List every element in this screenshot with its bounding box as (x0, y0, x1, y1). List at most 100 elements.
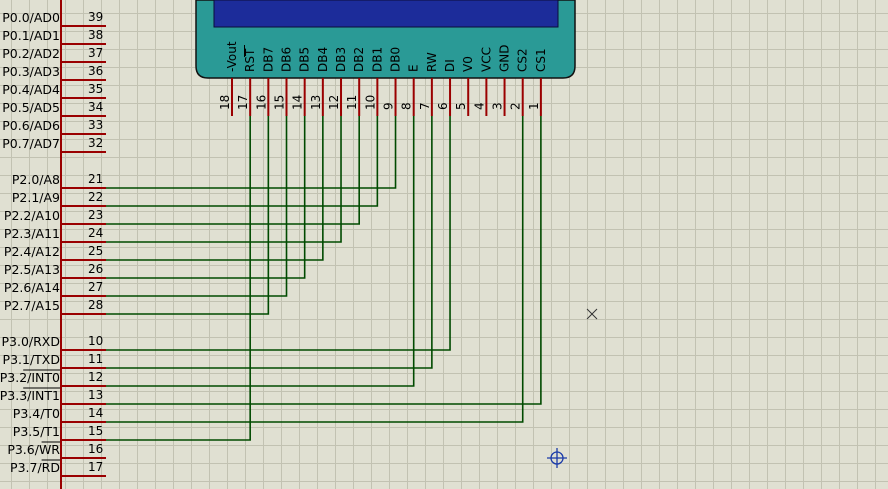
lcd-pin-number: 1 (527, 102, 541, 110)
lcd-pin-number: 12 (327, 95, 341, 110)
lcd-pin-number: 4 (472, 102, 486, 110)
mcu-pin-label: P2.6/A14 (4, 280, 60, 295)
mcu-pin-number: 24 (88, 226, 103, 240)
mcu-pin-number: 37 (88, 46, 103, 60)
net-wire[interactable] (106, 116, 324, 261)
mcu-pin-number: 13 (88, 388, 103, 402)
net-wire[interactable] (106, 116, 251, 441)
mcu-pin-number: 23 (88, 208, 103, 222)
mcu-pin-label: P2.3/A11 (4, 226, 60, 241)
net-wire[interactable] (106, 116, 270, 315)
mcu-pin-label: P2.4/A12 (4, 244, 60, 259)
lcd-pin-group: -Vout 18 RST 1 7 DB7 16 DB6 15 DB5 14 DB4 13 DB3 12 DB2… (218, 41, 548, 116)
mcu-pin-number: 25 (88, 244, 103, 258)
mcu-pin-label: P3.0/RXD (1, 334, 60, 349)
lcd-pin-number: 6 (436, 102, 450, 110)
lcd-pin-label: RST (243, 48, 257, 72)
mcu-pin-number: 16 (88, 442, 103, 456)
mcu-pin-label: P3.5/T1 (13, 424, 60, 439)
mcu-pin-number: 10 (88, 334, 103, 348)
lcd-pin-label: DB4 (316, 47, 330, 72)
mcu-pin-number: 36 (88, 64, 103, 78)
lcd-pin-number: 16 (254, 95, 268, 110)
mcu-pin-number: 27 (88, 280, 103, 294)
mcu-pin-number: 11 (88, 352, 103, 366)
lcd-pin-number: 13 (309, 95, 323, 110)
mcu-pin-label: P3.7/RD (10, 460, 60, 475)
mcu-pin-number: 28 (88, 298, 103, 312)
lcd-pin-number: 10 (363, 95, 377, 110)
mcu-pin-label: P0.2/AD2 (2, 46, 60, 61)
lcd-pin-label: CS2 (516, 48, 530, 72)
lcd-pin-label: DB5 (298, 47, 312, 72)
lcd-pin-number: 2 (509, 102, 523, 110)
net-wire[interactable] (106, 116, 433, 369)
mcu-pin-label: P3.6/WR (7, 442, 60, 457)
mcu-pin-label: P0.7/AD7 (2, 136, 60, 151)
mcu-pin-label: P2.1/A9 (12, 190, 60, 205)
mcu-pin-number: 14 (88, 406, 103, 420)
net-wire[interactable] (106, 116, 397, 189)
mcu-pin-label: P0.0/AD0 (2, 10, 60, 25)
lcd-pin-number: 7 (418, 102, 432, 110)
net-wire[interactable] (106, 116, 306, 279)
mcu-pin-label: P2.2/A10 (4, 208, 60, 223)
mcu-pin-label: P3.2/INT0 (0, 370, 60, 385)
mcu-pin-number: 22 (88, 190, 103, 204)
lcd-pin-label: DB3 (334, 47, 348, 72)
mcu-pin-number: 12 (88, 370, 103, 384)
mcu-pin-label: P2.0/A8 (12, 172, 60, 187)
mcu-pin-number: 17 (88, 460, 103, 474)
mcu-pin-label: P0.3/AD3 (2, 64, 60, 79)
lcd-pin-number: 18 (218, 95, 232, 110)
lcd-pin-label: DB2 (352, 47, 366, 72)
lcd-screen (213, 0, 559, 28)
lcd-pin-number: 3 (491, 102, 505, 110)
mcu-pin-label: P0.1/AD1 (2, 28, 60, 43)
lcd-module[interactable] (195, 0, 576, 79)
mcu-pin-number: 34 (88, 100, 103, 114)
lcd-pin-number: 15 (273, 95, 287, 110)
lcd-pin-label: DB0 (389, 47, 403, 72)
mcu-pin-number: 32 (88, 136, 103, 150)
net-wire[interactable] (106, 116, 288, 297)
lcd-pin-label: DB6 (280, 47, 294, 72)
mcu-pin-label: P0.5/AD5 (2, 100, 60, 115)
lcd-pin-label: CS1 (534, 48, 548, 72)
lcd-pin-number: 11 (345, 95, 359, 110)
lcd-pin-label: -Vout (225, 41, 239, 72)
lcd-pin-label: RW (425, 52, 439, 72)
net-wire[interactable] (106, 116, 379, 207)
lcd-pin-label: DI (443, 59, 457, 72)
mcu-pin-label: P3.4/T0 (13, 406, 60, 421)
net-wire[interactable] (106, 116, 415, 387)
lcd-pin-label: GND (498, 44, 512, 72)
lcd-pin-number: 14 (291, 95, 305, 110)
mcu-pin-number: 21 (88, 172, 103, 186)
net-wire[interactable] (106, 116, 360, 225)
close-x-icon (586, 308, 598, 320)
net-wire[interactable] (106, 116, 524, 423)
lcd-pin-label: V0 (461, 56, 475, 72)
mcu-pin-label: P0.4/AD4 (2, 82, 60, 97)
lcd-pin-number: 9 (382, 102, 396, 110)
net-wire[interactable] (106, 116, 342, 243)
lcd-pin-label: E (407, 64, 421, 72)
mcu-pin-number: 33 (88, 118, 103, 132)
mcu-pin-label: P3.3/INT1 (0, 388, 60, 403)
mcu-pin-number: 35 (88, 82, 103, 96)
crosshair-target-icon (547, 448, 567, 468)
mcu-pin-number: 15 (88, 424, 103, 438)
net-wire[interactable] (106, 116, 451, 351)
lcd-pin-number: 8 (400, 102, 414, 110)
lcd-pin-label: DB7 (261, 47, 275, 72)
lcd-pin-number: 5 (454, 102, 468, 110)
mcu-pin-number: 39 (88, 10, 103, 24)
mcu-pin-number: 38 (88, 28, 103, 42)
mcu-pin-number: 26 (88, 262, 103, 276)
mcu-pin-label: P2.7/A15 (4, 298, 60, 313)
lcd-pin-label: VCC (479, 47, 493, 72)
